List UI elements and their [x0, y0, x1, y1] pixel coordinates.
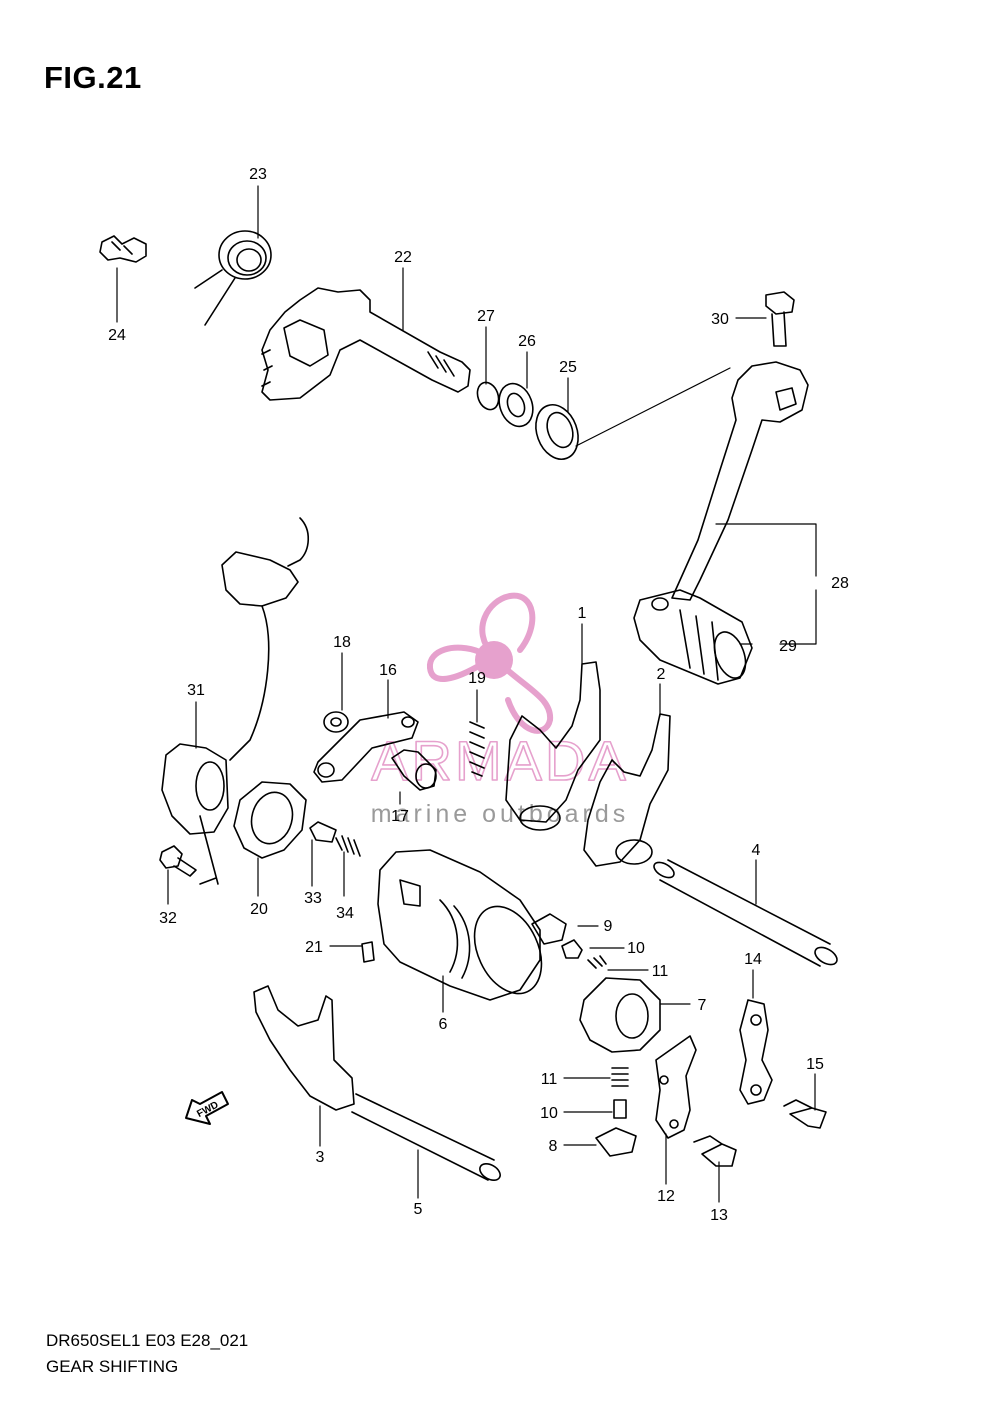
part-10-pin-upper [561, 939, 583, 959]
part-19-spring [469, 721, 485, 777]
part-11-spring-lower [611, 1067, 629, 1087]
callout-27: 27 [477, 308, 495, 325]
callout-29: 29 [779, 638, 797, 655]
fwd-arrow-icon: FWD [185, 1091, 229, 1125]
propeller-logo-icon [427, 592, 554, 734]
part-25-oil-seal [535, 404, 579, 460]
callout-10-upper: 10 [627, 940, 645, 957]
callout-9: 9 [604, 918, 613, 935]
armada-watermark: ARMADA marine outboards [370, 592, 630, 828]
callout-28: 28 [831, 575, 849, 592]
watermark-brand: ARMADA [371, 729, 629, 792]
part-17-bolt [391, 749, 437, 791]
callout-21: 21 [305, 939, 323, 956]
part-15-screw [783, 1099, 827, 1129]
callout-labels: 1 2 3 4 5 6 7 8 9 10 10 11 11 12 13 14 1… [108, 166, 849, 1224]
callout-17: 17 [391, 808, 409, 825]
callout-13: 13 [710, 1207, 728, 1224]
leader-lines [116, 185, 817, 1203]
callout-1: 1 [578, 605, 587, 622]
callout-5: 5 [414, 1201, 423, 1218]
part-26-washer [498, 382, 534, 428]
callout-20: 20 [250, 901, 268, 918]
part-28-gear-shift-lever [671, 361, 809, 601]
part-16-cam-stopper-arm [313, 711, 419, 783]
part-20-cam-stopper-plate [233, 781, 307, 859]
callout-30: 30 [711, 311, 729, 328]
model-code: DR650SEL1 E03 E28_021 [46, 1331, 249, 1350]
callout-26: 26 [518, 333, 536, 350]
part-5-gear-shift-fork-shaft [351, 1093, 501, 1181]
part-8-bearing [595, 1127, 637, 1157]
part-3-gear-shift-fork [253, 985, 355, 1111]
callout-16: 16 [379, 662, 397, 679]
callout-12: 12 [657, 1188, 675, 1205]
part-32-screw [159, 845, 197, 877]
callout-25: 25 [559, 359, 577, 376]
figure-title: FIG.21 [44, 60, 142, 95]
callout-19: 19 [468, 670, 486, 687]
part-9-pin [531, 913, 567, 945]
part-24-bolt [99, 235, 147, 263]
part-21-pin [361, 941, 375, 963]
part-30-bolt [765, 291, 795, 347]
callout-34: 34 [336, 905, 354, 922]
callout-6: 6 [439, 1016, 448, 1033]
callout-31: 31 [187, 682, 205, 699]
part-4-gear-shift-fork-shaft [653, 859, 838, 967]
part-27-circlip [476, 381, 500, 411]
part-12-cam-guide-plate [655, 1035, 697, 1139]
callout-14: 14 [744, 951, 762, 968]
part-29-shift-lever-rubber [633, 589, 753, 685]
part-22-gear-shift-shaft [261, 287, 471, 401]
section-name: GEAR SHIFTING [46, 1357, 179, 1376]
callout-11-lower: 11 [541, 1071, 558, 1088]
part-23-spring [194, 230, 272, 326]
callout-4: 4 [752, 842, 761, 859]
callout-22: 22 [394, 249, 412, 266]
callout-33: 33 [304, 890, 322, 907]
callout-32: 32 [159, 910, 177, 927]
watermark-tagline: marine outboards [371, 800, 630, 828]
callout-2: 2 [657, 666, 666, 683]
part-33-pin [309, 821, 337, 843]
part-1-gear-shift-fork [505, 661, 601, 831]
part-6-gear-shift-cam [377, 849, 543, 1001]
part-7-gear-shift-cam-stopper [579, 977, 661, 1053]
callout-3: 3 [316, 1149, 325, 1166]
part-34-spring [335, 835, 361, 857]
callout-24: 24 [108, 327, 126, 344]
callout-7: 7 [698, 997, 707, 1014]
callout-10-lower: 10 [540, 1105, 558, 1122]
callout-23: 23 [249, 166, 267, 183]
part-10-pin-lower [613, 1099, 627, 1119]
part-11-spring-upper [587, 955, 607, 969]
part-13-screw [693, 1135, 737, 1167]
callout-18: 18 [333, 634, 351, 651]
part-31-gear-position-switch [161, 517, 310, 885]
part-2-gear-shift-fork [583, 713, 671, 867]
part-18-washer [323, 711, 349, 733]
callout-15: 15 [806, 1056, 824, 1073]
part-14-pawl-lifter-plate [739, 999, 773, 1105]
callout-11-upper: 11 [652, 963, 669, 980]
callout-8: 8 [549, 1138, 558, 1155]
